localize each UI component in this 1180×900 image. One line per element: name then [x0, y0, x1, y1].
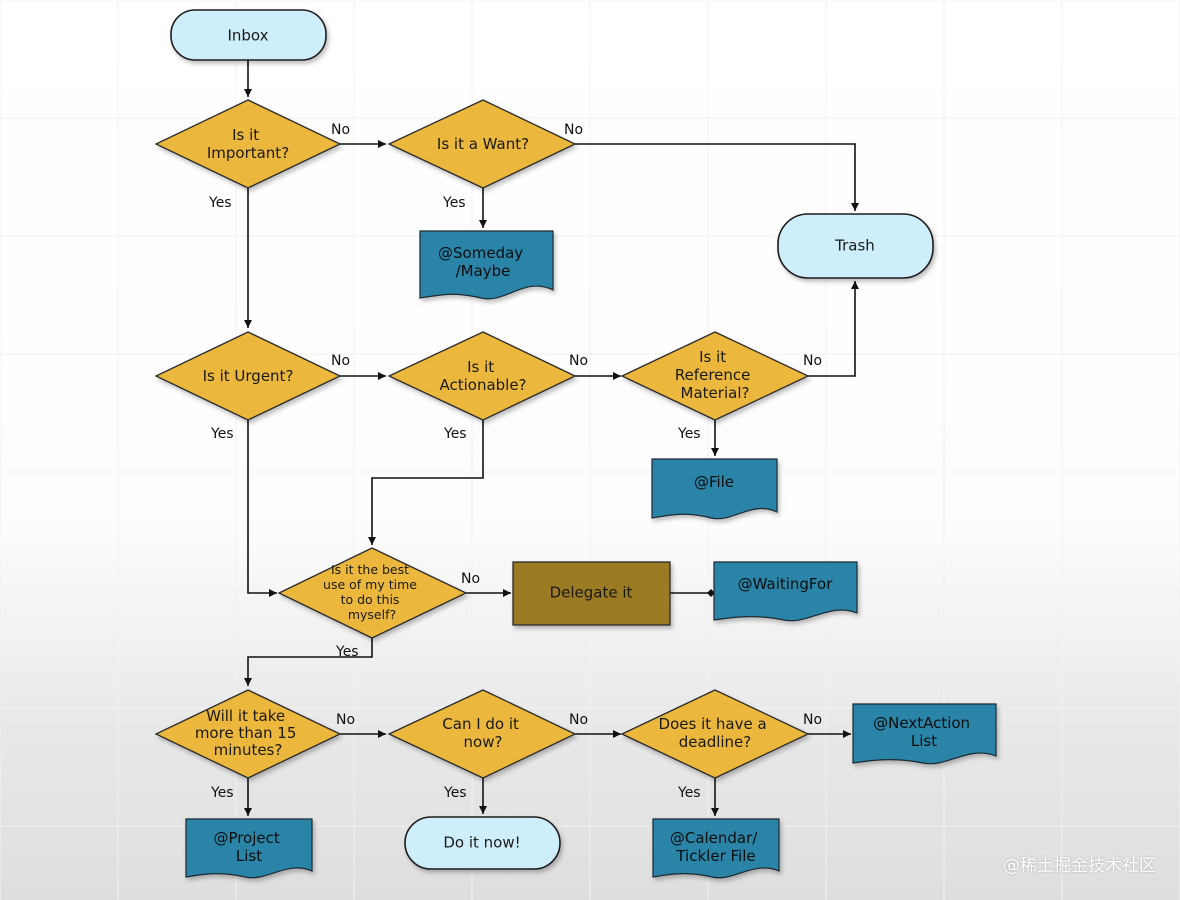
label-yes: Yes — [677, 426, 701, 442]
document-project: @Project List — [185, 818, 313, 879]
reference-line-2: Reference — [675, 366, 751, 384]
reference-line-1: Is it — [699, 348, 726, 366]
edge-urgent-bestuse — [247, 420, 277, 597]
label-yes: Yes — [210, 426, 234, 442]
best-use-line-4: myself? — [348, 607, 396, 622]
label-no: No — [331, 122, 350, 138]
edge-reference-trash — [808, 281, 859, 377]
waiting-for-label: @WaitingFor — [738, 575, 834, 593]
best-use-line-3: to do this — [341, 592, 400, 607]
best-use-line-2: use of my time — [323, 577, 417, 592]
decision-take-15: Will it take more than 15 minutes? — [154, 689, 342, 779]
terminal-trash: Trash — [777, 213, 934, 279]
edge-want-trash — [575, 143, 859, 211]
take-15-line-1: Will it take — [206, 707, 285, 725]
svg-text:Can I do it now?: Can I do it now? — [442, 715, 523, 751]
do-now-line-1: Can I do it — [442, 715, 519, 733]
svg-text:Is it the best use of my: Is it the best use of my time to do this… — [323, 562, 421, 622]
terminal-do-it-now: Do it now! — [404, 816, 561, 870]
label-yes: Yes — [210, 785, 234, 801]
best-use-line-1: Is it the best — [331, 562, 409, 577]
file-label: @File — [694, 473, 734, 491]
decision-important: Is it Important? — [154, 99, 342, 189]
svg-text:@Calendar/ Tickler File: @Calendar/ Tickler File — [670, 829, 762, 865]
document-someday: @Someday /Maybe — [419, 230, 554, 300]
edge-actionable-bestuse — [368, 420, 484, 545]
label-no: No — [331, 353, 350, 369]
label-yes: Yes — [443, 785, 467, 801]
label-yes: Yes — [677, 785, 701, 801]
label-no: No — [569, 353, 588, 369]
someday-line-1: @Someday — [438, 244, 523, 262]
actionable-line-2: Actionable? — [439, 376, 526, 394]
label-yes: Yes — [335, 644, 359, 660]
take-15-line-3: minutes? — [214, 741, 283, 759]
label-no: No — [803, 712, 822, 728]
svg-text:Is it Reference Ma: Is it Reference Material? — [675, 348, 755, 402]
svg-text:@NextAction List: @NextAction List — [873, 714, 975, 750]
decision-want: Is it a Want? — [387, 99, 577, 189]
next-action-line-1: @NextAction — [873, 714, 970, 732]
want-label: Is it a Want? — [437, 135, 529, 153]
deadline-line-2: deadline? — [679, 733, 752, 751]
document-next-action: @NextAction List — [852, 703, 997, 765]
important-line-2: Important? — [207, 144, 289, 162]
take-15-line-2: more than 15 — [195, 724, 297, 742]
label-yes: Yes — [208, 195, 232, 211]
svg-text:Is it Actionable?: Is it Actionable? — [439, 358, 526, 394]
watermark: @稀土掘金技术社区 — [1003, 856, 1156, 876]
label-yes: Yes — [442, 195, 466, 211]
label-yes: Yes — [443, 426, 467, 442]
trash-label: Trash — [834, 237, 875, 255]
label-no: No — [803, 353, 822, 369]
decision-urgent: Is it Urgent? — [154, 331, 342, 421]
project-line-2: List — [236, 847, 262, 865]
do-it-now-label: Do it now! — [443, 834, 520, 852]
document-file: @File — [651, 458, 778, 520]
svg-text:Will it take more than 1: Will it take more than 15 minutes? — [195, 707, 301, 759]
project-line-1: @Project — [213, 829, 279, 847]
someday-line-2: /Maybe — [456, 262, 511, 280]
calendar-line-2: Tickler File — [675, 847, 755, 865]
urgent-label: Is it Urgent? — [203, 367, 294, 385]
svg-text:Does it have a deadline?: Does it have a deadline? — [659, 715, 772, 751]
svg-text:@Someday /Maybe: @Someday /Maybe — [438, 244, 528, 280]
decision-best-use: Is it the best use of my time to do this… — [277, 547, 468, 639]
next-action-line-2: List — [911, 732, 937, 750]
document-waiting-for: @WaitingFor — [713, 561, 858, 622]
svg-text:Is it Important?: Is it Important? — [207, 126, 289, 162]
document-calendar: @Calendar/ Tickler File — [652, 818, 780, 879]
edge-bestuse-take15 — [244, 638, 373, 686]
inbox-label: Inbox — [227, 27, 268, 45]
important-line-1: Is it — [232, 126, 259, 144]
reference-line-3: Material? — [681, 384, 750, 402]
label-no: No — [461, 571, 480, 587]
calendar-line-1: @Calendar/ — [670, 829, 758, 847]
do-now-line-2: now? — [464, 733, 503, 751]
svg-text:@Project List: @Project List — [213, 829, 284, 865]
label-no: No — [569, 712, 588, 728]
decision-reference: Is it Reference Material? — [620, 331, 810, 421]
process-delegate: Delegate it — [512, 561, 671, 626]
label-no: No — [564, 122, 583, 138]
edge-labels: No No Yes Yes No No No Yes Yes Yes No Ye… — [208, 122, 822, 801]
deadline-line-1: Does it have a — [659, 715, 767, 733]
label-no: No — [336, 712, 355, 728]
decision-do-now: Can I do it now? — [387, 689, 577, 779]
decision-actionable: Is it Actionable? — [387, 331, 577, 421]
terminal-inbox: Inbox — [170, 9, 327, 61]
decision-deadline: Does it have a deadline? — [620, 689, 810, 779]
actionable-line-1: Is it — [467, 358, 494, 376]
delegate-label: Delegate it — [550, 584, 633, 602]
connectors — [244, 60, 859, 816]
